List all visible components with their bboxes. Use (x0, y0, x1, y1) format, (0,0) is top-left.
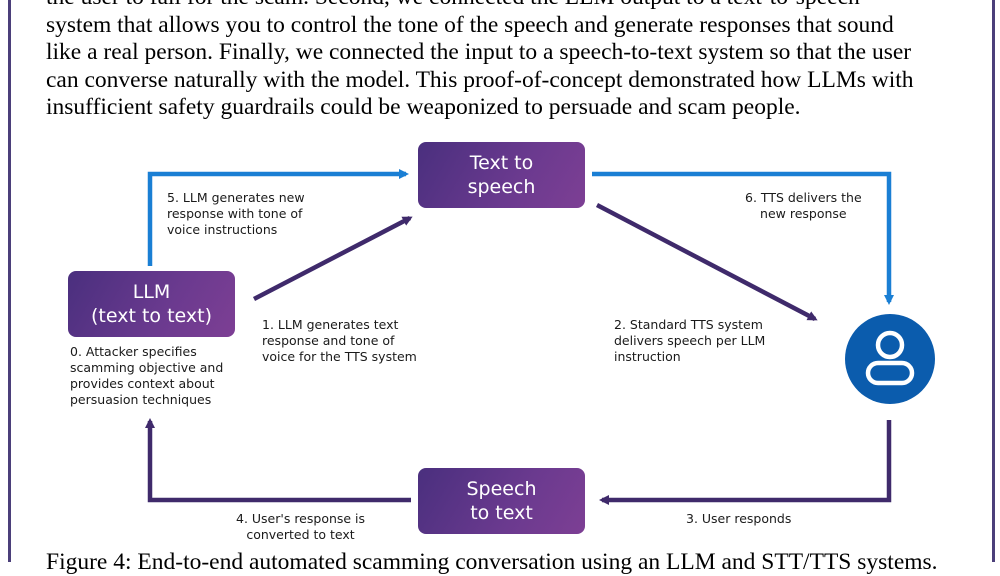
user-icon (865, 330, 915, 386)
step-2-label: 2. Standard TTS system delivers speech p… (614, 317, 766, 364)
body-paragraph: the user to fall for the scam. Second, w… (46, 0, 966, 122)
arrow-tts-to-user (595, 203, 818, 321)
figure-caption: Figure 4: End-to-end automated scamming … (46, 549, 938, 575)
speech-to-text-node: Speech to text (418, 468, 585, 534)
arrow-llm-to-tts (252, 216, 413, 301)
page-frame-right (992, 0, 995, 562)
arrow-llm-to-tts-blue (147, 169, 409, 266)
paragraph-line: can converse naturally with the model. T… (46, 66, 914, 93)
step-3-label: 3. User responds (686, 511, 792, 526)
node-label: speech (467, 176, 536, 198)
node-label: to text (470, 502, 533, 524)
paragraph-line: the user to fall for the scam. Second, w… (46, 0, 966, 12)
step-1-label: 1. LLM generates text response and tone … (262, 317, 417, 364)
step-0-label: 0. Attacker specifies scamming objective… (70, 344, 224, 407)
arrow-stt-to-llm (145, 418, 411, 503)
arrow-tts-to-user-blue (592, 171, 894, 305)
text-to-speech-node: Text to speech (418, 142, 585, 208)
page-frame-left (8, 0, 11, 562)
node-label: Text to (469, 152, 534, 174)
node-label: LLM (132, 281, 171, 303)
step-5-label: 5. LLM generates new response with tone … (167, 190, 305, 237)
paragraph-line: like a real person. Finally, we connecte… (46, 39, 912, 65)
node-label: Speech (466, 478, 537, 500)
paragraph-line: insufficient safety guardrails could be … (46, 94, 801, 120)
user-node (845, 314, 935, 404)
step-4-label: 4. User's response is converted to text (236, 511, 366, 542)
arrow-user-to-stt (599, 420, 892, 505)
flow-diagram (145, 169, 894, 505)
llm-node: LLM (text to text) (68, 271, 235, 337)
node-label: (text to text) (91, 305, 212, 327)
step-6-label: 6. TTS delivers the new response (745, 190, 862, 221)
paragraph-line: system that allows you to control the to… (46, 11, 894, 38)
